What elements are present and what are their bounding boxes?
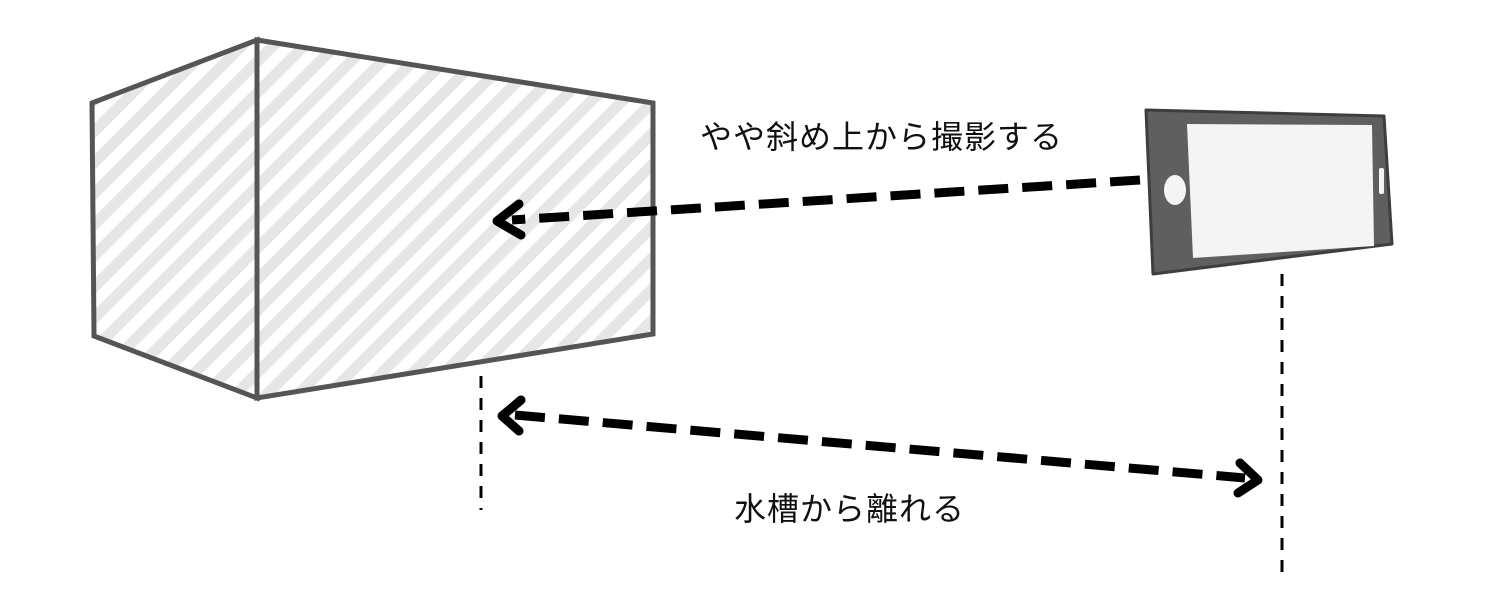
shooting-direction-arrow — [492, 175, 1141, 240]
phone-screen — [1187, 124, 1374, 258]
aquarium-tank-icon — [89, 36, 656, 402]
distance-label: 水槽から離れる — [734, 490, 966, 528]
tank-side-face — [89, 36, 260, 402]
tank-front-face — [254, 37, 656, 401]
phone-home-button — [1164, 175, 1186, 205]
distance-arrow — [497, 395, 1263, 498]
smartphone-icon — [1144, 108, 1394, 276]
shoot-angle-label: やや斜め上から撮影する — [700, 118, 1064, 156]
phone-side-slot — [1379, 168, 1384, 194]
